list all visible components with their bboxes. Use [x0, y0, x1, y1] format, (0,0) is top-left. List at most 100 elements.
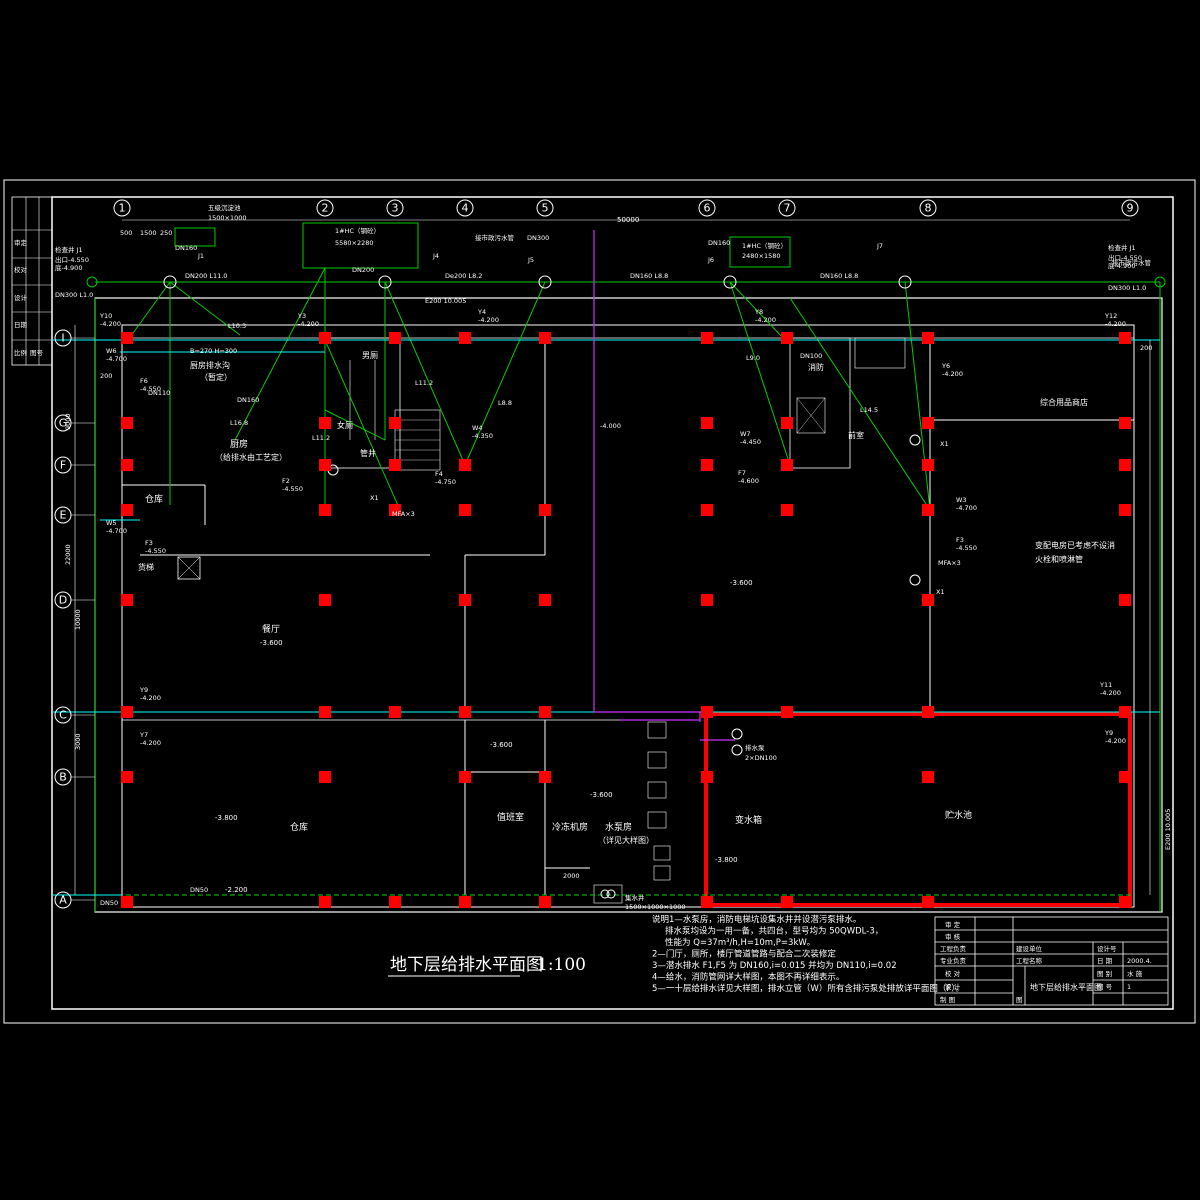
tb-row1: 审 定 — [945, 920, 961, 929]
room-kitchen-note: （给排水由工艺定） — [215, 452, 287, 462]
pipe-len-l11-2b: L11.2 — [312, 434, 330, 442]
dim-left-3000: 3000 — [74, 733, 82, 750]
drawing-title: 地下层给排水平面图 — [390, 955, 543, 975]
strip-label-6: 图号 — [30, 349, 44, 357]
axis-bubble-col — [316, 199, 334, 217]
room-ladies: 女厕 — [337, 420, 353, 430]
sump-top-dim: 1500×1000 — [208, 214, 247, 222]
well-right-v: 出口-4.550 — [1108, 253, 1142, 262]
axis-bubble-col — [778, 199, 796, 217]
room-restaurant: 餐厅 — [262, 623, 280, 635]
well-left: 检查井 J1 — [55, 245, 83, 254]
note-line: 排水泵均设为一用一备，共四台，型号均为 50QWDL-3， — [665, 926, 883, 937]
tb-row6-a: 设 计 — [945, 982, 961, 991]
tb-row5-c: 图 别 — [1097, 969, 1112, 978]
pump-label: 排水泵 — [745, 743, 765, 752]
pipe-elev-4000: -4.000 — [600, 422, 621, 430]
dim-top-500: 500 — [120, 229, 132, 237]
column — [539, 896, 551, 908]
room-right-top: 综合用品商店 — [1040, 397, 1088, 407]
column — [701, 594, 713, 606]
dim-top-total: 50000 — [617, 216, 639, 224]
dimension-lines — [74, 219, 1151, 895]
riser-y8-v: -4.200 — [755, 316, 776, 324]
pipe-dn200: DN200 — [352, 266, 374, 274]
tank2-name: 1#HC（钢砼） — [742, 241, 787, 250]
column — [459, 896, 471, 908]
axis-label-row: E — [60, 509, 67, 522]
column — [539, 504, 551, 516]
room-storage-top: 仓库 — [145, 493, 163, 505]
riser-y6: Y6 — [941, 362, 950, 370]
axis-label-col: 8 — [925, 202, 932, 215]
riser-w4: W4 — [472, 424, 483, 432]
column — [121, 417, 133, 429]
well-j5: J5 — [527, 256, 534, 264]
axis-label-col: 1 — [119, 202, 126, 215]
tank-1 — [302, 222, 419, 269]
riser-y11-v: -4.200 — [1100, 689, 1121, 697]
elev-e200: E200 10.005 — [425, 297, 466, 305]
elev-tank: -3.800 — [715, 856, 738, 864]
room-pump-note: （详见大样图） — [598, 835, 654, 845]
column — [701, 332, 713, 344]
pipe-run-left: DN300 L1.0 — [55, 291, 93, 299]
room-kitchen: 厨房 — [230, 438, 248, 450]
dim-bottom-2000: 2000 — [563, 872, 580, 880]
room-right-mid: 变配电房已考虑不设消 — [1035, 540, 1115, 550]
riser-w3-v: -4.700 — [956, 504, 977, 512]
tank1-dim: 5580×2280 — [335, 239, 374, 247]
pipe-dn160: DN160 — [175, 244, 197, 252]
axis-label-row: B — [59, 771, 67, 784]
pipe-run-1: DN160 L8.8 — [820, 272, 858, 280]
pipe-run-2: DN200 L11.0 — [185, 272, 227, 280]
axis-label-row: D — [59, 594, 67, 607]
axis-label-row: F — [60, 459, 66, 472]
pipe-run-right: DN300 L1.0 — [1108, 284, 1146, 292]
pump-pipes — [593, 230, 735, 741]
axis-label-row: I — [61, 332, 64, 345]
column — [389, 706, 401, 718]
pump-spec: 2×DN100 — [745, 754, 777, 762]
column — [319, 504, 331, 516]
left-strip: 审定 校对 设计 日期 比例 图号 — [11, 196, 53, 366]
strip-label-3: 设计 — [14, 293, 28, 302]
column — [459, 504, 471, 516]
note-line: 2—门厅，厕所，楼厅管道管路与配合二次装修定 — [652, 949, 836, 960]
sump-top — [174, 227, 216, 247]
column — [121, 896, 133, 908]
pipe-dn160c: DN160 — [708, 239, 730, 247]
drain-pipes — [94, 267, 1161, 912]
tb-row5-d: 水 施 — [1127, 969, 1143, 978]
riser-y7: Y7 — [139, 731, 148, 739]
axis-bubble-col — [386, 199, 404, 217]
column — [922, 706, 934, 718]
tb-row7-b: 图 — [1016, 996, 1023, 1004]
riser-y7-v: -4.200 — [140, 739, 161, 747]
well-right-v2: 底-4.900 — [1108, 261, 1135, 270]
column — [319, 896, 331, 908]
sump-bottom-label: 集水井 — [625, 893, 645, 902]
pipe-dn100: DN100 — [800, 352, 822, 360]
dim-left-10000: 10000 — [74, 609, 82, 630]
riser-y8: Y8 — [754, 308, 763, 316]
column — [389, 417, 401, 429]
pipe-label-top: 接市政污水管 — [475, 233, 515, 242]
column — [701, 896, 713, 908]
pipe-run-3: De200 L8.2 — [445, 272, 482, 280]
pump-spec2: X1 — [370, 494, 379, 502]
riser-y9: Y9 — [139, 686, 148, 694]
column — [389, 504, 401, 516]
riser-f6: F6 — [140, 377, 148, 385]
room-chiller: 冷冻机房 — [552, 821, 588, 833]
note-line: 5—一十层给排水详见大样图，排水立管（W）所有含排污泵处排放详平面图（F）。 — [652, 983, 964, 994]
strip-label-2: 校对 — [14, 265, 28, 274]
axis-label-col: 3 — [392, 202, 399, 215]
tb-row4-b: 工程名称 — [1016, 956, 1043, 965]
room-storage-bottom: 仓库 — [290, 821, 308, 833]
pipe-dn110: DN110 — [148, 389, 170, 397]
column — [1119, 459, 1131, 471]
pipe-len-l9-0: L9.0 — [746, 354, 760, 362]
column — [121, 504, 133, 516]
